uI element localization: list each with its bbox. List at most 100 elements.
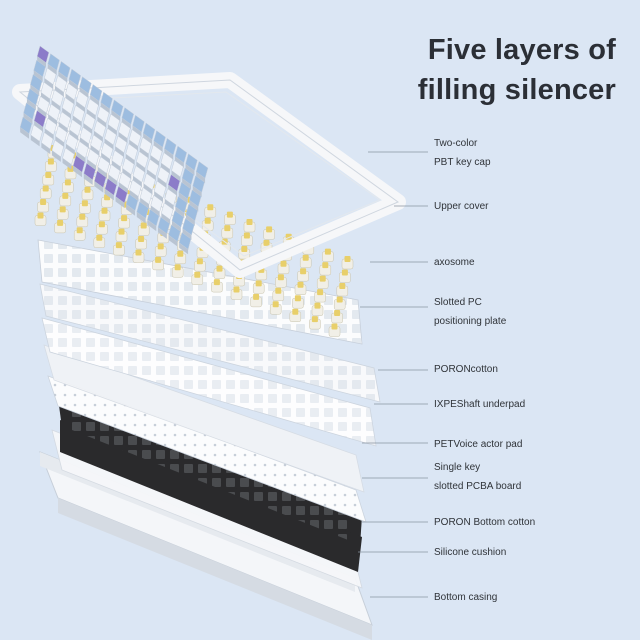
- keycap: [153, 130, 166, 148]
- keycap: [76, 140, 89, 159]
- keycap: [47, 103, 61, 122]
- keycap: [69, 118, 82, 137]
- switch-stem: [246, 219, 253, 225]
- keycap: [58, 111, 71, 129]
- keycap-side: [192, 185, 202, 198]
- keycap-side: [104, 188, 114, 201]
- switch-stem: [224, 225, 231, 232]
- keycap-side: [153, 140, 163, 153]
- switch-stem: [216, 265, 223, 272]
- keycap-side: [160, 162, 170, 175]
- switch-stem: [79, 213, 86, 220]
- keycap: [178, 181, 191, 200]
- keycap: [139, 187, 153, 205]
- keycap-side: [90, 94, 100, 107]
- keycap: [37, 95, 50, 114]
- keycap: [111, 99, 124, 118]
- switch-stem: [37, 212, 44, 219]
- keycap-side: [139, 147, 149, 159]
- keycap-side: [189, 200, 199, 212]
- keycap-side: [48, 114, 58, 126]
- keycap-side: [97, 166, 107, 179]
- keycap: [23, 102, 36, 120]
- keycap-side: [129, 190, 139, 202]
- label-pet-pad: PETVoice actor pad: [434, 435, 522, 454]
- keycap: [114, 135, 128, 154]
- switch-stem: [275, 287, 282, 294]
- keycap-side: [179, 242, 189, 255]
- keycap: [132, 165, 145, 183]
- keycap-side: [83, 123, 93, 135]
- keycap-side: [164, 198, 174, 211]
- keycap-side: [132, 175, 142, 188]
- keycap: [40, 81, 53, 100]
- keycap-side: [44, 128, 54, 140]
- label-line: slotted PCBA board: [434, 481, 522, 492]
- keycap: [143, 172, 156, 191]
- switch-stem: [204, 217, 211, 224]
- keycap: [94, 170, 107, 189]
- label-line: Silicone cushion: [434, 547, 507, 558]
- switch-stem: [140, 222, 147, 229]
- switch-stem: [42, 185, 49, 192]
- keycap-side: [107, 124, 117, 136]
- keycap-side: [154, 191, 164, 203]
- keycap: [125, 143, 138, 161]
- keycap: [104, 127, 117, 146]
- keycap-side: [115, 146, 125, 158]
- keycap-side: [44, 78, 54, 90]
- switch-stem: [241, 246, 248, 252]
- keycap: [164, 137, 177, 156]
- keycap-side: [55, 136, 65, 148]
- switch-stem: [81, 200, 88, 207]
- keycap: [146, 158, 159, 177]
- keycap: [132, 114, 145, 133]
- keycap: [139, 136, 152, 155]
- label-poron-cotton: PORONcotton: [434, 360, 498, 379]
- keycap: [30, 73, 43, 92]
- switch-stem: [336, 296, 343, 303]
- switch-stem: [64, 179, 71, 186]
- keycap: [68, 68, 81, 87]
- keycap: [171, 159, 184, 178]
- switch-stem: [138, 236, 145, 242]
- keycap: [83, 162, 96, 181]
- keycap-side: [147, 219, 157, 232]
- keycap-side: [20, 127, 30, 139]
- switch-stem: [196, 258, 203, 265]
- pc-plate-layer: [37, 239, 363, 345]
- switch-stem: [174, 264, 181, 271]
- switch-stem: [297, 281, 304, 288]
- keycap-side: [34, 120, 44, 133]
- switch-stem: [324, 248, 331, 255]
- keycap: [189, 189, 202, 208]
- keycap-side: [129, 139, 139, 152]
- keycap-side: [146, 169, 156, 181]
- switch-stem: [322, 262, 329, 269]
- keycap: [26, 88, 39, 106]
- keycap-side: [26, 98, 36, 111]
- keycap: [192, 175, 205, 193]
- label-ixpe-pad: IXPEShaft underpad: [434, 395, 525, 414]
- keycap-side: [150, 205, 160, 217]
- keycap: [118, 121, 131, 139]
- keycap-side: [115, 196, 125, 209]
- keycap: [30, 124, 43, 142]
- keycap: [185, 203, 198, 222]
- keycap-side: [30, 134, 40, 147]
- keycap-side: [157, 227, 167, 239]
- label-line: Two-color: [434, 138, 478, 149]
- label-line: PORON Bottom cotton: [434, 517, 536, 528]
- keycap-side: [168, 184, 178, 197]
- label-line: axosome: [434, 257, 475, 268]
- keycap: [79, 76, 92, 94]
- keycap: [136, 201, 149, 219]
- keycap-side: [65, 143, 75, 156]
- keycap: [178, 232, 192, 250]
- keycap: [61, 97, 75, 115]
- keycap-side: [196, 171, 206, 184]
- keycap: [108, 163, 121, 182]
- keycap: [136, 150, 149, 169]
- switch-stem: [233, 286, 240, 293]
